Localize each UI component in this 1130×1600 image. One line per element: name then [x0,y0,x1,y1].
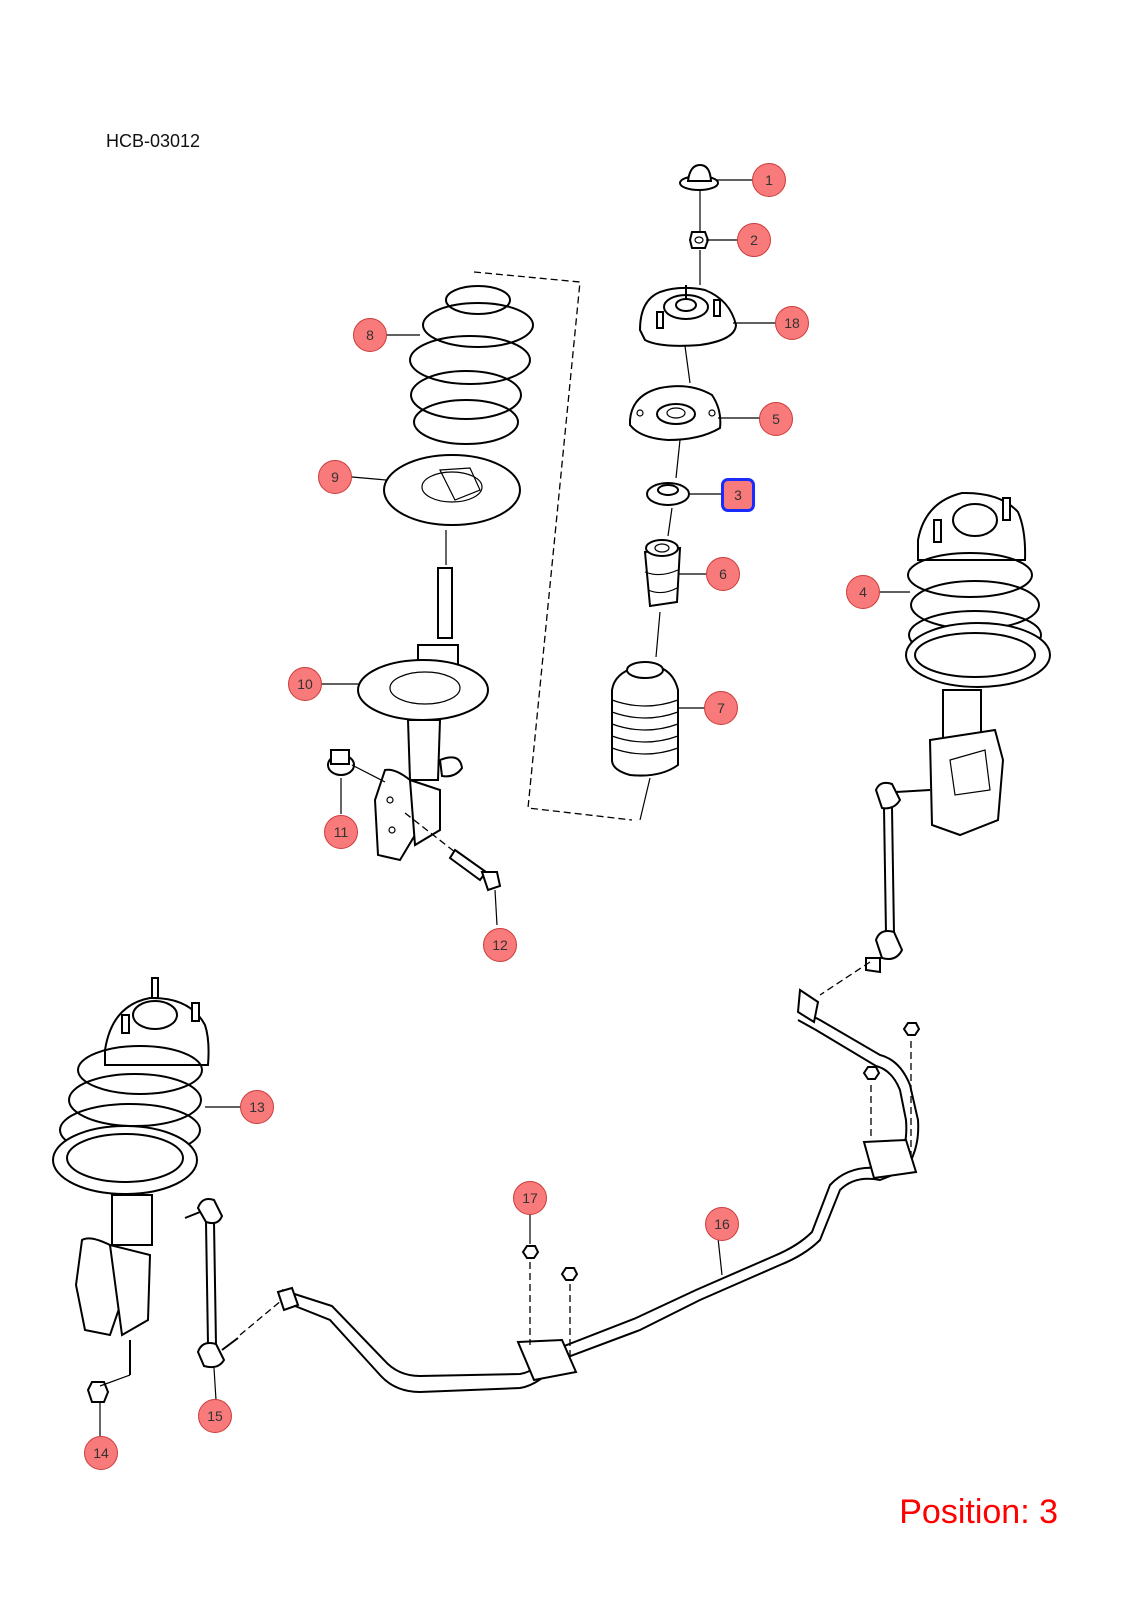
right-strut-assembly-part-4 [865,491,1051,974]
callout-17[interactable]: 17 [513,1181,547,1215]
callout-12[interactable]: 12 [483,928,517,962]
callout-8[interactable]: 8 [353,318,387,352]
bolt-part-12 [404,812,502,926]
dust-boot-part-7 [611,661,679,777]
callout-15[interactable]: 15 [198,1399,232,1433]
callout-2[interactable]: 2 [737,223,771,257]
washer-part-3 [646,482,690,506]
spring-seat-part-9 [383,454,521,526]
callout-6[interactable]: 6 [706,557,740,591]
exploded-stack [473,163,738,821]
leader-lines [205,179,910,1108]
nut-part-11 [327,749,386,814]
callout-14[interactable]: 14 [84,1436,118,1470]
bump-stop-part-6 [643,539,682,608]
nut-part-2 [688,231,710,249]
callout-5[interactable]: 5 [759,402,793,436]
callout-1[interactable]: 1 [752,163,786,197]
callout-13[interactable]: 13 [240,1090,274,1124]
callout-7[interactable]: 7 [704,691,738,725]
stabilizer-bar-part-16 [239,961,920,1394]
callout-11[interactable]: 11 [324,815,358,849]
callout-3-selected[interactable]: 3 [721,478,755,512]
doc-code: HCB-03012 [106,131,201,151]
position-label: Position: 3 [899,1493,1058,1531]
callout-10[interactable]: 10 [288,667,322,701]
bearing-plate-part-5 [629,385,722,442]
cap-part-1 [679,163,719,191]
top-mount-part-18 [638,285,738,347]
callout-4[interactable]: 4 [846,575,880,609]
callout-18[interactable]: 18 [775,306,809,340]
left-strut-exploded [327,285,534,926]
callout-16[interactable]: 16 [705,1207,739,1241]
strut-body-part-10 [357,567,489,862]
bolts-part-17 [521,1022,921,1360]
coil-spring-part-8 [409,285,534,445]
callout-9[interactable]: 9 [318,460,352,494]
left-strut-assembly-part-13 [52,977,239,1436]
